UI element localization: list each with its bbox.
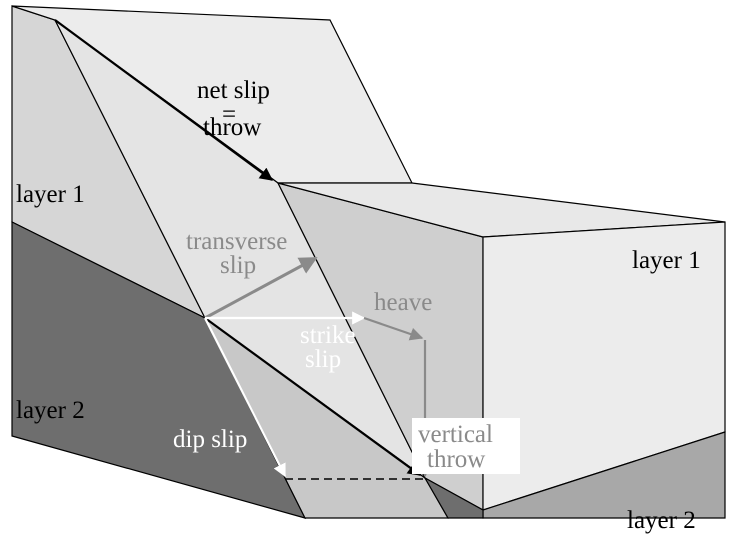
net-slip-arrow-lower [204, 317, 422, 476]
vertical-label: vertical [418, 421, 493, 448]
dip-slip-arrow [204, 317, 286, 478]
throw-label: throw [203, 114, 261, 141]
net-slip-label: net slip [197, 77, 270, 104]
transverse-slip-label: slip [220, 252, 256, 279]
heave-label: heave [374, 289, 432, 316]
strike-label: strike [300, 322, 356, 349]
strike-slip-label: slip [305, 346, 341, 373]
dip-slip-label: dip slip [173, 426, 247, 453]
transverse-slip-arrow [204, 256, 318, 320]
layer1-left-label: layer 1 [16, 181, 85, 208]
net-slip-arrow-upper [54, 19, 274, 181]
vertical-throw-label: throw [427, 446, 485, 473]
right-block-layer2-sliver [423, 476, 484, 519]
layer2-left-label: layer 2 [16, 397, 85, 424]
layer2-right-label: layer 2 [627, 507, 696, 534]
heave-arrow [363, 316, 424, 341]
transverse-label: transverse [186, 228, 287, 255]
equals-label: = [222, 101, 236, 128]
layer1-right-label: layer 1 [632, 247, 701, 274]
vertical-throw-label-bg [412, 418, 520, 474]
